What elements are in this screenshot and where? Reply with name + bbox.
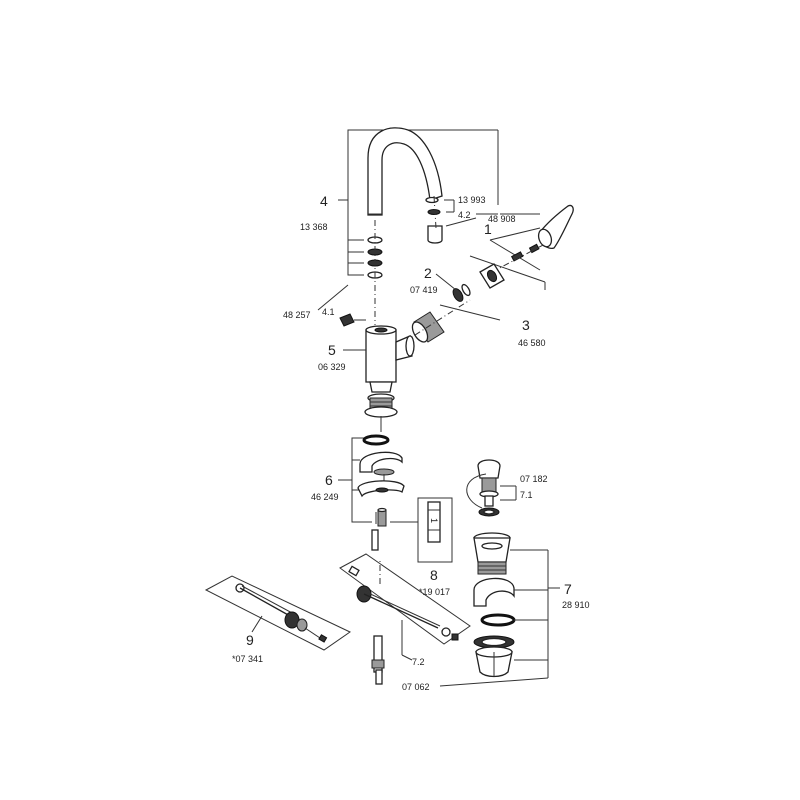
seal-ring [461,283,471,297]
drain-plug-cap [477,459,501,479]
label-2-number: 2 [424,265,432,281]
faucet-body [364,325,415,432]
part-8-box: 1 [390,497,453,563]
label-7-2-number: 7.2 [412,657,425,667]
label-9-code: *07 341 [232,654,263,664]
aerator-seal [427,209,441,215]
label-5-number: 5 [328,342,336,358]
label-5-code: 06 329 [318,362,346,372]
aerator-seal [425,196,439,204]
label-1-number: 1 [484,221,492,237]
label-6-number: 6 [325,472,333,488]
label-8-number: 8 [430,567,438,583]
label-4-2-number: 4.2 [458,210,471,220]
linkage-assembly [339,553,471,685]
label-7-code: 28 910 [562,600,590,610]
label-3-number: 3 [522,317,530,333]
spout-pipe [367,127,443,216]
label-7-number: 7 [564,581,572,597]
label-4-1-code: 48 257 [283,310,311,320]
svg-text:1: 1 [429,518,439,523]
label-4-number: 4 [320,193,328,209]
cartridge-assembly [403,255,546,343]
label-4-2-code: 13 993 [458,195,486,205]
pull-rod-set [204,575,351,651]
spout-assembly [338,127,499,325]
label-4-code: 13 368 [300,222,328,232]
label-7-1-number: 7.1 [520,490,533,500]
label-2-code: 07 419 [410,285,438,295]
label-7-2-code: 07 062 [402,682,430,692]
label-3-code: 46 580 [518,338,546,348]
aerator [427,225,443,244]
label-1-code: 48 908 [488,214,516,224]
mounting-set [338,434,405,551]
lever-handle-assembly [489,204,574,273]
label-8-code: *19 017 [419,587,450,597]
horseshoe-washer [359,451,403,473]
handle-screw [510,251,524,262]
label-4-1-number: 4.1 [322,307,335,317]
o-ring [362,434,390,446]
label-9-number: 9 [246,632,254,648]
clip-part [339,313,355,327]
drain-washer [480,613,516,627]
label-7-1-code: 07 182 [520,474,548,484]
label-6-code: 46 249 [311,492,339,502]
drain-horseshoe [473,577,515,607]
popup-waste-assembly [466,459,560,678]
